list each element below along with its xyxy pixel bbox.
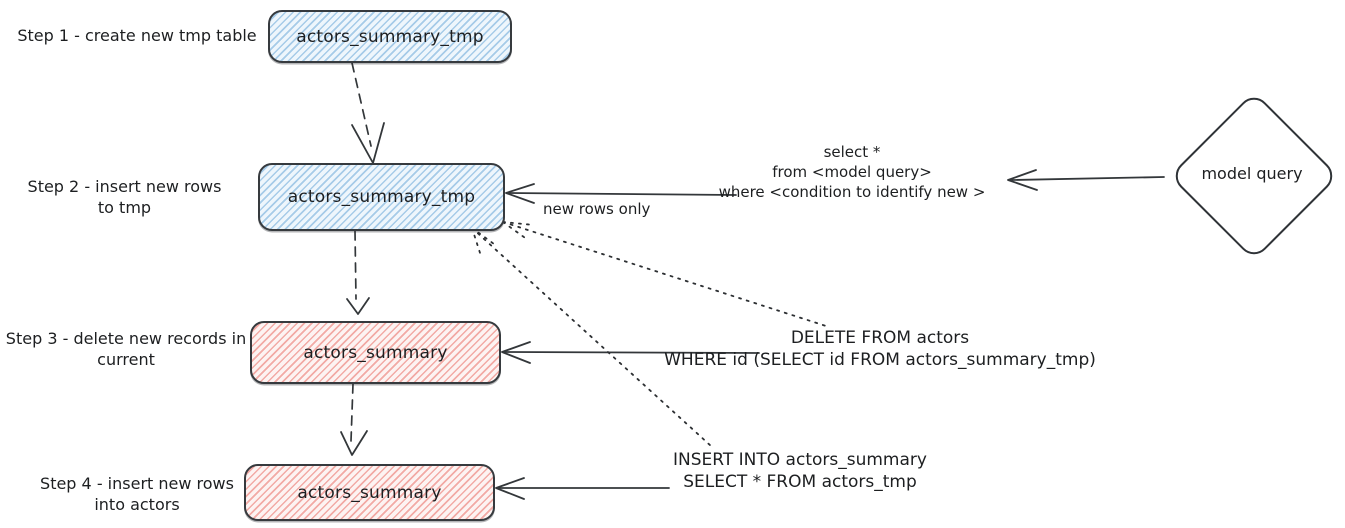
step3-label-line2: current	[97, 350, 155, 369]
insert-sql-line1: INSERT INTO actors_summary	[673, 450, 927, 470]
step3-label: Step 3 - delete new records in current	[2, 328, 250, 370]
node-step2-actors-summary-tmp: actors_summary_tmp	[258, 163, 505, 231]
dotted-link-delete-sql-to-tmp	[502, 221, 827, 327]
new-rows-only-label: new rows only	[543, 200, 651, 218]
step1-label: Step 1 - create new tmp table	[8, 25, 266, 46]
arrow-insert-sql-to-actors	[495, 477, 670, 500]
delete-sql-text: DELETE FROM actors WHERE id (SELECT id F…	[655, 327, 1105, 371]
step3-label-line1: Step 3 - delete new records in	[5, 329, 247, 348]
arrow-step3-to-step4	[340, 383, 368, 456]
arrow-step2-to-step3	[346, 230, 370, 315]
step4-label-line1: Step 4 - insert new rows	[40, 474, 234, 493]
model-query-sql-line1: select *	[823, 143, 881, 161]
arrow-step1-to-step2	[351, 62, 385, 164]
step2-label: Step 2 - insert new rows to tmp	[22, 176, 227, 218]
step2-label-line2: to tmp	[97, 198, 152, 217]
node-step1-label: actors_summary_tmp	[296, 26, 484, 47]
step2-label-line1: Step 2 - insert new rows	[27, 177, 222, 196]
step1-label-line1: Step 1 - create new tmp table	[17, 26, 257, 45]
model-query-sql-text: select * from <model query> where <condi…	[702, 142, 1002, 202]
arrow-model-query-to-sql	[1007, 169, 1165, 191]
model-query-diamond-label: model query	[1201, 164, 1303, 183]
step4-label: Step 4 - insert new rows into actors	[38, 473, 236, 515]
insert-sql-text: INSERT INTO actors_summary SELECT * FROM…	[655, 449, 945, 493]
model-query-sql-line2: from <model query>	[772, 163, 932, 181]
insert-sql-line2: SELECT * FROM actors_tmp	[683, 472, 917, 492]
step4-label-line2: into actors	[94, 495, 180, 514]
delete-sql-line2: WHERE id (SELECT id FROM actors_summary_…	[664, 350, 1096, 370]
node-step4-actors-summary: actors_summary	[244, 464, 495, 521]
delete-sql-line1: DELETE FROM actors	[790, 328, 970, 348]
node-step1-actors-summary-tmp: actors_summary_tmp	[268, 10, 512, 63]
model-query-sql-line3: where <condition to identify new >	[718, 183, 986, 201]
node-step3-label: actors_summary	[303, 342, 448, 363]
node-step3-actors-summary: actors_summary	[250, 321, 501, 384]
node-step2-label: actors_summary_tmp	[287, 187, 476, 207]
node-step4-label: actors_summary	[297, 482, 442, 503]
